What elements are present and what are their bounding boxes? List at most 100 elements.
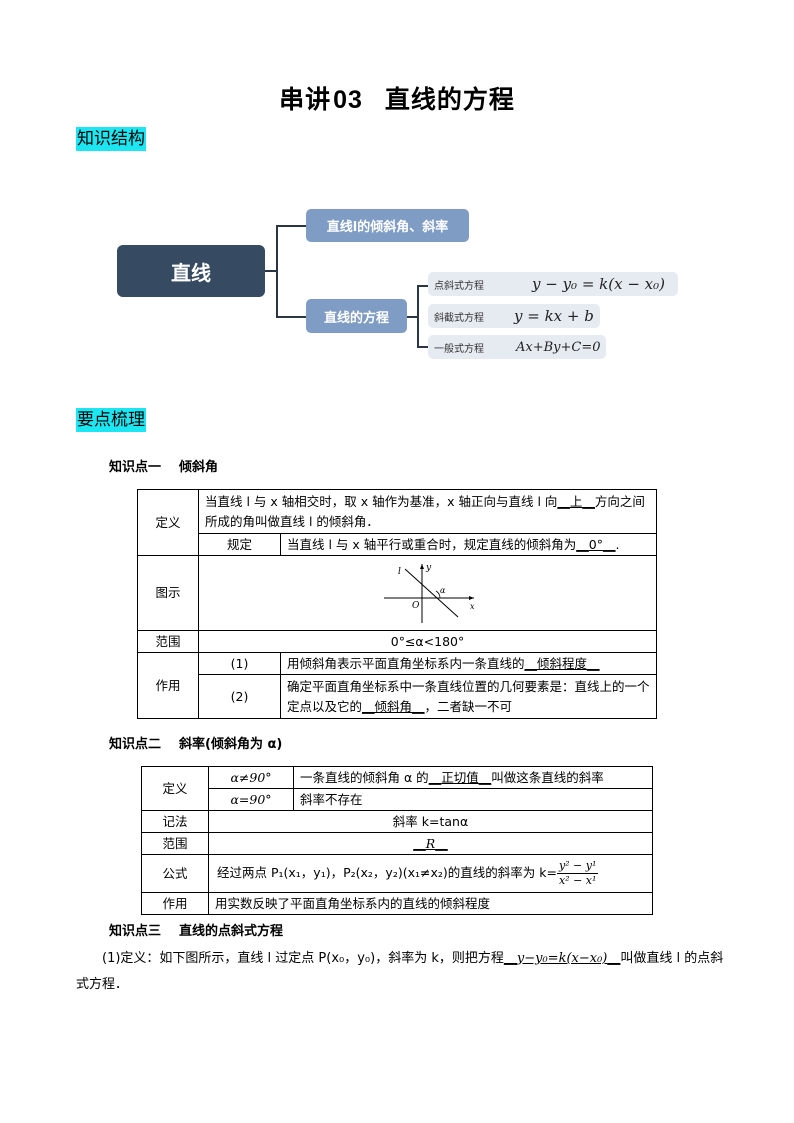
blank: __上__ [557, 493, 595, 509]
connector [417, 285, 429, 287]
use-label: 作用 [137, 652, 199, 719]
mindmap-leaf-general: 一般式方程 Ax+By+C=0 [428, 335, 606, 359]
blank: __R__ [413, 835, 448, 851]
label-origin: O [412, 601, 420, 611]
page-title: 串讲03 直线的方程 [0, 80, 794, 116]
blank-answer: 倾斜角 [374, 698, 413, 714]
def-text-a: 当直线 l 与 x 轴相交时，取 x 轴作为基准，x 轴正向与直线 l 向 [205, 493, 558, 509]
fraction-denominator: x² − x¹ [556, 873, 599, 887]
connector [417, 346, 429, 348]
use2-index: (2) [198, 674, 281, 719]
condition-eq-90: α=90° [208, 788, 294, 811]
cond-text-b: 叫做这条直线的斜率 [491, 769, 604, 785]
rule-text: 当直线 l 与 x 轴平行或重合时，规定直线的倾斜角为__0°__. [280, 533, 657, 556]
fraction-numerator: y² − y¹ [558, 859, 597, 872]
connector [276, 226, 278, 317]
use1-text: 用倾斜角表示平面直角坐标系内一条直线的__倾斜程度__ [280, 652, 657, 675]
title-prefix: 串讲 [279, 85, 332, 114]
blank-answer: y−y₀=k(x−x₀) [516, 951, 608, 966]
kp1-heading: 知识点一 倾斜角 [109, 456, 218, 475]
kp3-heading: 知识点三 直线的点斜式方程 [109, 920, 283, 939]
mindmap-branch-equation: 直线的方程 [306, 299, 407, 333]
label-alpha: α [440, 586, 446, 595]
blank: __正切值__ [428, 769, 492, 785]
connector [276, 225, 306, 227]
kp-number: 知识点一 [109, 460, 162, 475]
blank-answer: 0° [588, 536, 603, 552]
leaf-equation: Ax+By+C=0 [516, 339, 601, 355]
range-value: __R__ [208, 832, 653, 855]
formula-body: 经过两点 P₁(x₁，y₁)，P₂(x₂，y₂)(x₁≠x₂)的直线的斜率为 k… [217, 865, 557, 880]
use1-body: 用倾斜角表示平面直角坐标系内一条直线的 [287, 655, 525, 671]
use1-index: (1) [198, 652, 281, 675]
title-number: 03 [333, 86, 363, 114]
rule-label: 规定 [198, 533, 281, 556]
blank-answer: 倾斜程度 [537, 655, 588, 671]
leaf-equation: y = kx + b [514, 307, 594, 325]
kp-title: 直线的点斜式方程 [179, 924, 284, 939]
slope-table: 定义 α≠90° 一条直线的倾斜角 α 的__正切值__叫做这条直线的斜率 α=… [141, 766, 653, 915]
use2-tail: ，二者缺一不可 [424, 698, 513, 714]
para-text-b: 叫做直线 l 的点斜式方程． [76, 951, 724, 992]
notation-value: 斜率 k=tanα [208, 810, 653, 833]
label-l: l [398, 567, 401, 577]
def-text: 当直线 l 与 x 轴相交时，取 x 轴作为基准，x 轴正向与直线 l 向__上… [198, 489, 657, 534]
rule-text-body: 当直线 l 与 x 轴平行或重合时，规定直线的倾斜角为 [287, 536, 577, 552]
title-main: 直线的方程 [384, 85, 515, 114]
use-label: 作用 [141, 892, 209, 915]
connector [276, 316, 306, 318]
cond-value: α≠90° [230, 769, 272, 785]
figure-label: 图示 [137, 555, 199, 631]
kp-title: 斜率(倾斜角为 α) [179, 737, 283, 752]
blank: __y−y₀=k(x−x₀)__ [503, 951, 621, 966]
def-label: 定义 [141, 766, 209, 811]
label-y: y [425, 563, 432, 573]
use2-body: 确定平面直角坐标系中一条直线位置的几何要素是：直线上的一个定点以及它的 [287, 678, 650, 714]
leaf-label: 一般式方程 [434, 343, 484, 355]
connector [265, 270, 277, 272]
label-x: x [470, 602, 475, 611]
section-heading-key-points: 要点梳理 [76, 408, 146, 432]
mindmap-branch-slope: 直线l的倾斜角、斜率 [306, 209, 469, 242]
leaf-label: 点斜式方程 [434, 280, 484, 292]
section-heading-structure: 知识结构 [76, 127, 146, 151]
condition-eq-90-text: 斜率不存在 [293, 788, 653, 811]
def-text-b: 方向之间所成的角叫做直线 l 的倾斜角． [205, 493, 645, 529]
leaf-label: 斜截式方程 [434, 312, 484, 324]
kp-number: 知识点三 [109, 924, 162, 939]
cond-text-a: 一条直线的倾斜角 α 的 [300, 769, 429, 785]
para-text-a: (1)定义：如下图所示，直线 l 过定点 P(x₀，y₀)，斜率为 k，则把方程 [102, 951, 504, 966]
range-label: 范围 [137, 630, 199, 653]
formula-text: 经过两点 P₁(x₁，y₁)，P₂(x₂，y₂)(x₁≠x₂)的直线的斜率为 k… [208, 854, 653, 893]
leaf-equation: y − y₀ = k(x − x₀) [532, 275, 666, 293]
mindmap-leaf-point-slope: 点斜式方程 y − y₀ = k(x − x₀) [428, 272, 678, 296]
mindmap-leaf-slope-intercept: 斜截式方程 y = kx + b [428, 304, 600, 328]
cond-value: α=90° [230, 791, 272, 807]
blank-answer: 上 [569, 493, 583, 509]
blank: __0°__ [576, 536, 616, 552]
use-text: 用实数反映了平面直角坐标系内的直线的倾斜程度 [208, 892, 653, 915]
blank: __倾斜程度__ [524, 655, 600, 671]
condition-not-90: α≠90° [208, 766, 294, 789]
def-label: 定义 [137, 489, 199, 556]
blank-answer: R [425, 835, 436, 851]
mindmap-root: 直线 [117, 245, 265, 297]
formula-label: 公式 [141, 854, 209, 893]
inclination-table: 定义 当直线 l 与 x 轴相交时，取 x 轴作为基准，x 轴正向与直线 l 向… [137, 489, 657, 719]
condition-not-90-text: 一条直线的倾斜角 α 的__正切值__叫做这条直线的斜率 [293, 766, 653, 789]
kp2-heading: 知识点二 斜率(倾斜角为 α) [109, 733, 282, 752]
blank: __倾斜角__ [362, 698, 425, 714]
range-value: 0°≤α<180° [198, 630, 657, 653]
kp3-definition-paragraph: (1)定义：如下图所示，直线 l 过定点 P(x₀，y₀)，斜率为 k，则把方程… [76, 946, 726, 998]
mind-map: 直线 直线l的倾斜角、斜率 直线的方程 点斜式方程 y − y₀ = k(x −… [0, 0, 794, 400]
connector [417, 285, 419, 348]
blank-answer: 正切值 [441, 769, 479, 785]
kp-number: 知识点二 [109, 737, 162, 752]
inclination-diagram: l y x O α [383, 563, 475, 623]
use2-text: 确定平面直角坐标系中一条直线位置的几何要素是：直线上的一个定点以及它的__倾斜角… [280, 674, 657, 719]
kp-title: 倾斜角 [179, 460, 219, 475]
figure-cell: l y x O α [198, 555, 657, 631]
range-label: 范围 [141, 832, 209, 855]
notation-label: 记法 [141, 810, 209, 833]
